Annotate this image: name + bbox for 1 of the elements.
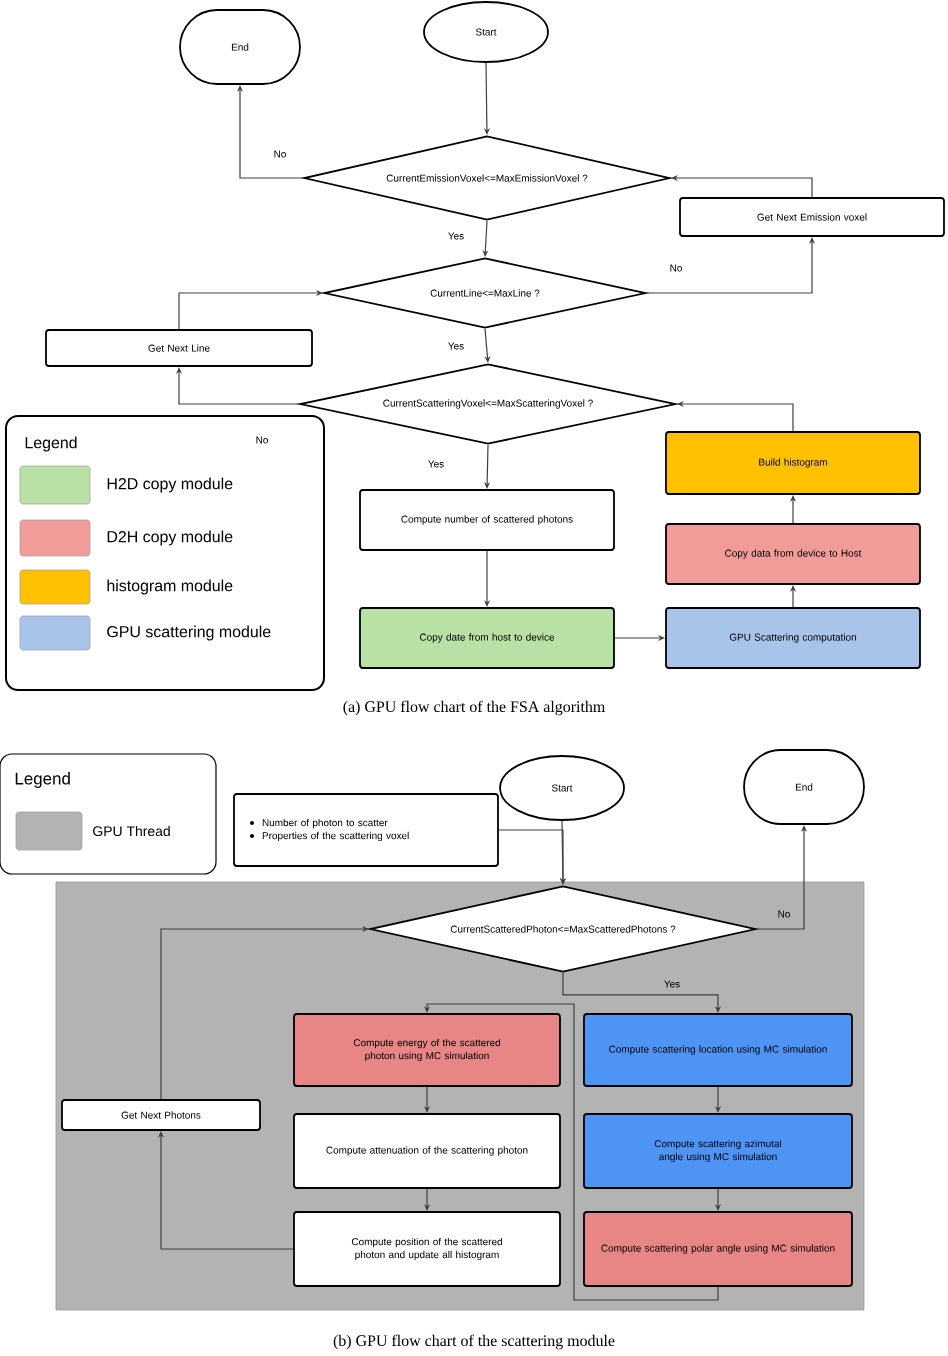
legend-title: Legend (15, 772, 70, 788)
